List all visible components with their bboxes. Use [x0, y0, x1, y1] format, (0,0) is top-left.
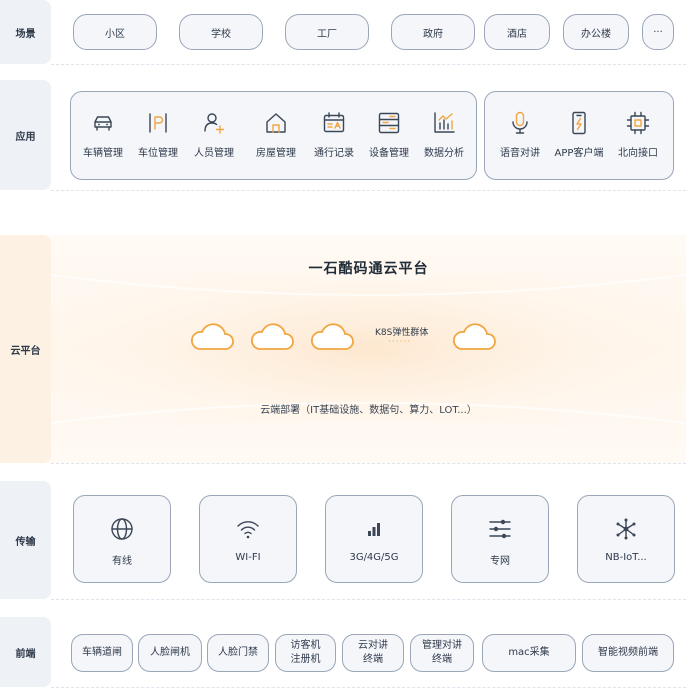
platform-deployment-note: 云端部署（IT基础设施、数据句、算力、LOT...）	[260, 405, 477, 416]
cloud-icon	[191, 323, 234, 350]
scene-item-hotel[interactable]: 酒店	[484, 14, 550, 50]
app-label: 车位管理	[138, 148, 178, 159]
globe-icon	[111, 518, 133, 540]
transport-nb-iot[interactable]: NB-IoT...	[577, 495, 675, 583]
user-add-icon	[204, 113, 225, 134]
app-voice-intercom[interactable]: 语音对讲	[487, 110, 553, 159]
frontend-smart-video[interactable]: 智能视频前端	[582, 634, 674, 672]
transport-label: WI-FI	[235, 552, 261, 563]
parking-icon	[149, 113, 167, 133]
cloud-row-label: 云平台	[0, 235, 51, 463]
app-label: 北向接口	[618, 148, 658, 159]
cloud-icon	[311, 323, 354, 350]
k8s-cluster-label: K8S弹性群体	[375, 328, 429, 338]
transport-row: 传输 有线 WI-FI 3G/4G/5G 专网 NB-IoT..	[0, 481, 686, 599]
app-label: 通行记录	[314, 148, 354, 159]
transport-row-label: 传输	[0, 481, 51, 599]
frontend-row-label: 前端	[0, 617, 51, 687]
wifi-icon	[237, 521, 259, 539]
scene-row: 场景 小区 学校 工厂 政府 酒店 办公楼 ···	[0, 0, 686, 64]
scene-item-community[interactable]: 小区	[73, 14, 157, 50]
scene-item-school[interactable]: 学校	[179, 14, 263, 50]
app-access-records[interactable]: 通行记录	[301, 110, 367, 159]
apps-group-management: 车辆管理 车位管理 人员管理 房屋管理 通行记录	[70, 91, 477, 180]
cloud-icon	[453, 323, 496, 350]
transport-private-network[interactable]: 专网	[451, 495, 549, 583]
phone-icon	[572, 111, 586, 135]
divider	[51, 599, 686, 600]
transport-label: 3G/4G/5G	[349, 552, 399, 563]
car-icon	[94, 116, 112, 131]
frontend-mac-collection[interactable]: mac采集	[482, 634, 576, 672]
transport-cellular[interactable]: 3G/4G/5G	[325, 495, 423, 583]
transport-label: NB-IoT...	[605, 552, 647, 563]
app-label: 数据分析	[424, 148, 464, 159]
sliders-icon	[489, 519, 511, 539]
scene-row-label: 场景	[0, 0, 51, 64]
transport-label: 有线	[112, 556, 132, 567]
app-house-management[interactable]: 房屋管理	[243, 110, 309, 159]
platform-title: 一石酷码通云平台	[308, 261, 429, 277]
cloud-glow-background	[51, 255, 686, 443]
app-data-analysis[interactable]: 数据分析	[411, 110, 477, 159]
transport-wifi[interactable]: WI-FI	[199, 495, 297, 583]
chip-icon	[626, 111, 650, 135]
cloud-platform-area: 一石酷码通云平台 K8S弹性群体 ······ 云端部署（IT基础设施、数据句、…	[51, 235, 686, 463]
house-icon	[266, 113, 286, 133]
divider	[51, 463, 686, 464]
app-label: 人员管理	[194, 148, 234, 159]
network-icon	[616, 518, 636, 540]
chart-icon	[434, 112, 455, 133]
frontend-management-intercom[interactable]: 管理对讲 终端	[410, 634, 474, 672]
cloud-platform-row: 云平台 一石酷码通云平台 K8S弹性群体 ······	[0, 235, 686, 463]
frontend-cloud-intercom[interactable]: 云对讲 终端	[342, 634, 404, 672]
app-people-management[interactable]: 人员管理	[181, 110, 247, 159]
divider	[51, 190, 686, 191]
app-vehicle-management[interactable]: 车辆管理	[70, 110, 136, 159]
scene-item-more[interactable]: ···	[642, 14, 674, 50]
app-device-management[interactable]: 设备管理	[356, 110, 422, 159]
app-parking-management[interactable]: 车位管理	[125, 110, 191, 159]
cloud-icon	[251, 323, 294, 350]
app-northbound-api[interactable]: 北向接口	[605, 110, 671, 159]
apps-group-integration: 语音对讲 APP客户端 北向接口	[484, 91, 674, 180]
scene-item-government[interactable]: 政府	[391, 14, 475, 50]
transport-wired[interactable]: 有线	[73, 495, 171, 583]
app-mobile-client[interactable]: APP客户端	[546, 110, 612, 159]
frontend-face-gate[interactable]: 人脸闸机	[138, 634, 202, 672]
signal-icon	[368, 523, 380, 536]
frontend-face-access[interactable]: 人脸门禁	[207, 634, 269, 672]
frontend-visitor-terminal[interactable]: 访客机 注册机	[275, 634, 336, 672]
k8s-dots: ······	[388, 337, 412, 347]
apps-row: 应用 车辆管理 车位管理 人员管理 房屋管理	[0, 80, 686, 190]
scene-item-factory[interactable]: 工厂	[285, 14, 369, 50]
transport-label: 专网	[490, 556, 510, 567]
divider	[51, 687, 686, 688]
app-label: 车辆管理	[83, 148, 123, 159]
divider	[51, 64, 686, 65]
app-label: 设备管理	[369, 148, 409, 159]
frontend-vehicle-gate[interactable]: 车辆道闸	[71, 634, 133, 672]
calendar-icon	[323, 112, 345, 133]
apps-row-label: 应用	[0, 80, 51, 190]
frontend-row: 前端 车辆道闸 人脸闸机 人脸门禁 访客机 注册机 云对讲 终端 管理对讲 终端…	[0, 617, 686, 687]
app-label: APP客户端	[554, 148, 604, 159]
scene-item-office[interactable]: 办公楼	[563, 14, 629, 50]
app-label: 房屋管理	[256, 148, 296, 159]
app-label: 语音对讲	[500, 148, 540, 159]
microphone-icon	[512, 111, 528, 134]
device-icon	[378, 112, 400, 134]
